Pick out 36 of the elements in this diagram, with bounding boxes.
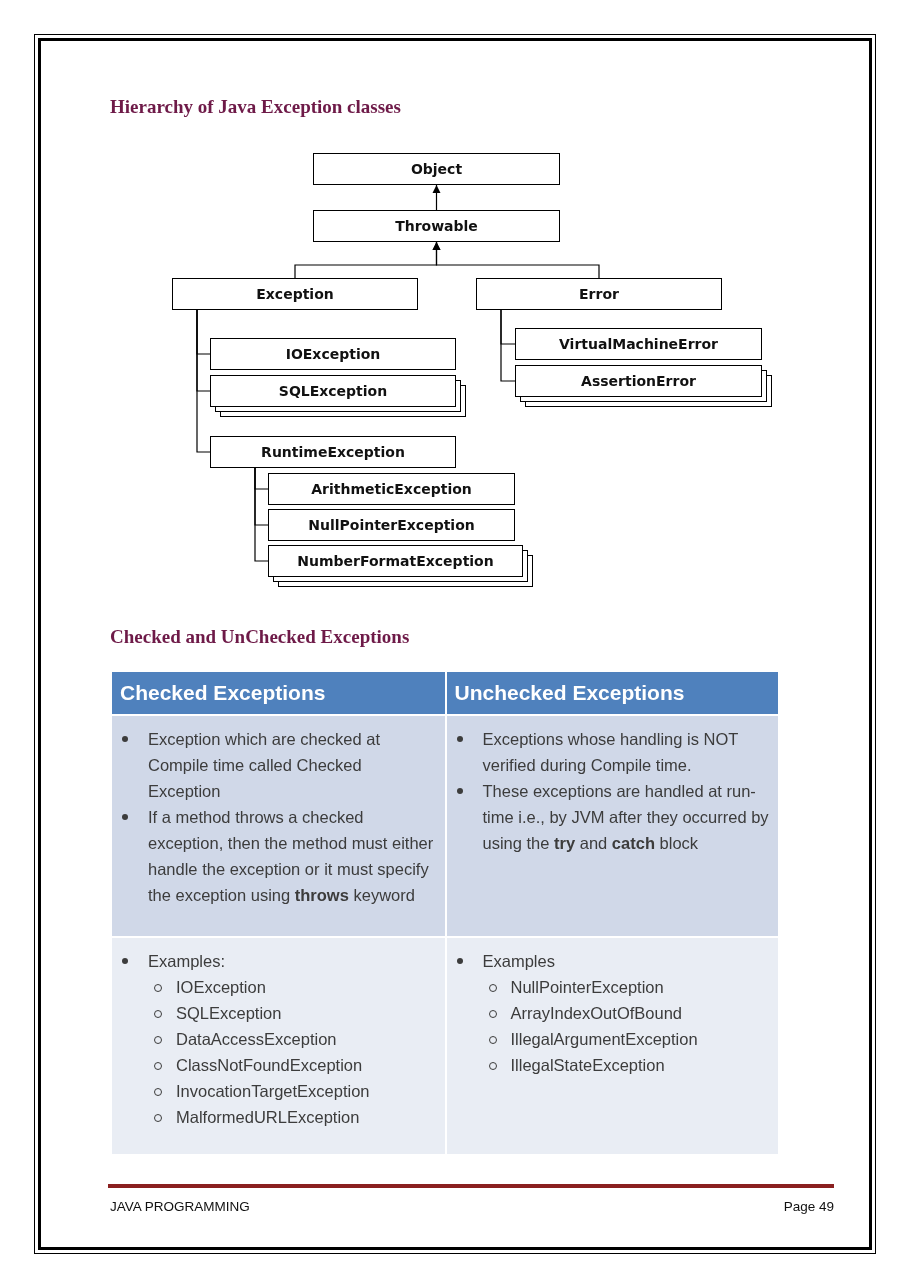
list-item: IllegalArgumentException bbox=[510, 1026, 770, 1052]
list-item: ClassNotFoundException bbox=[176, 1052, 437, 1078]
class-box: IOException bbox=[210, 338, 456, 370]
heading: Checked and UnChecked Exceptions bbox=[110, 626, 410, 648]
class-box: Throwable bbox=[313, 210, 560, 242]
bullet-text: Exception which are checked at Compile time called Checked Exception bbox=[148, 726, 437, 804]
list-item: InvocationTargetException bbox=[176, 1078, 437, 1104]
heading: Hierarchy of Java Exception classes bbox=[110, 96, 401, 118]
bullet-text: Examples bbox=[482, 952, 555, 970]
column-header: Unchecked Exceptions bbox=[445, 672, 779, 715]
class-box: Exception bbox=[172, 278, 418, 310]
arrow bbox=[432, 184, 441, 211]
bullet-text: These exceptions are handled at run-time i.e., by JVM after they occurred by using the try and catch block bbox=[482, 778, 770, 856]
list-item: ArrayIndexOutOfBound bbox=[510, 1000, 770, 1026]
connector-line bbox=[196, 309, 211, 453]
class-box: VirtualMachineError bbox=[515, 328, 762, 360]
connector-line bbox=[254, 467, 269, 562]
footer-text: JAVA PROGRAMMING bbox=[110, 1199, 250, 1214]
class-box: RuntimeException bbox=[210, 436, 456, 468]
list-item: DataAccessException bbox=[176, 1026, 437, 1052]
class-box: NullPointerException bbox=[268, 509, 515, 541]
arrow bbox=[432, 241, 600, 279]
column-header: Checked Exceptions bbox=[112, 672, 446, 715]
class-box: ArithmeticException bbox=[268, 473, 515, 505]
class-box: Object bbox=[313, 153, 560, 185]
bullet-text: If a method throws a checked exception, then the method must either handle the exception or it must specify the exception using throws keyword bbox=[148, 804, 437, 908]
list-item: MalformedURLException bbox=[176, 1104, 437, 1130]
connector-line bbox=[500, 309, 516, 382]
list-item: IOException bbox=[176, 974, 437, 1000]
page-number: Page 49 bbox=[783, 1199, 834, 1214]
list-item: SQLException bbox=[176, 1000, 437, 1026]
list-item: IllegalStateException bbox=[510, 1052, 770, 1078]
bullet-text: Examples: bbox=[148, 952, 226, 970]
list-item: NullPointerException bbox=[510, 974, 770, 1000]
bullet-text: Exceptions whose handling is NOT verified during Compile time. bbox=[482, 726, 770, 778]
class-box: Error bbox=[476, 278, 722, 310]
